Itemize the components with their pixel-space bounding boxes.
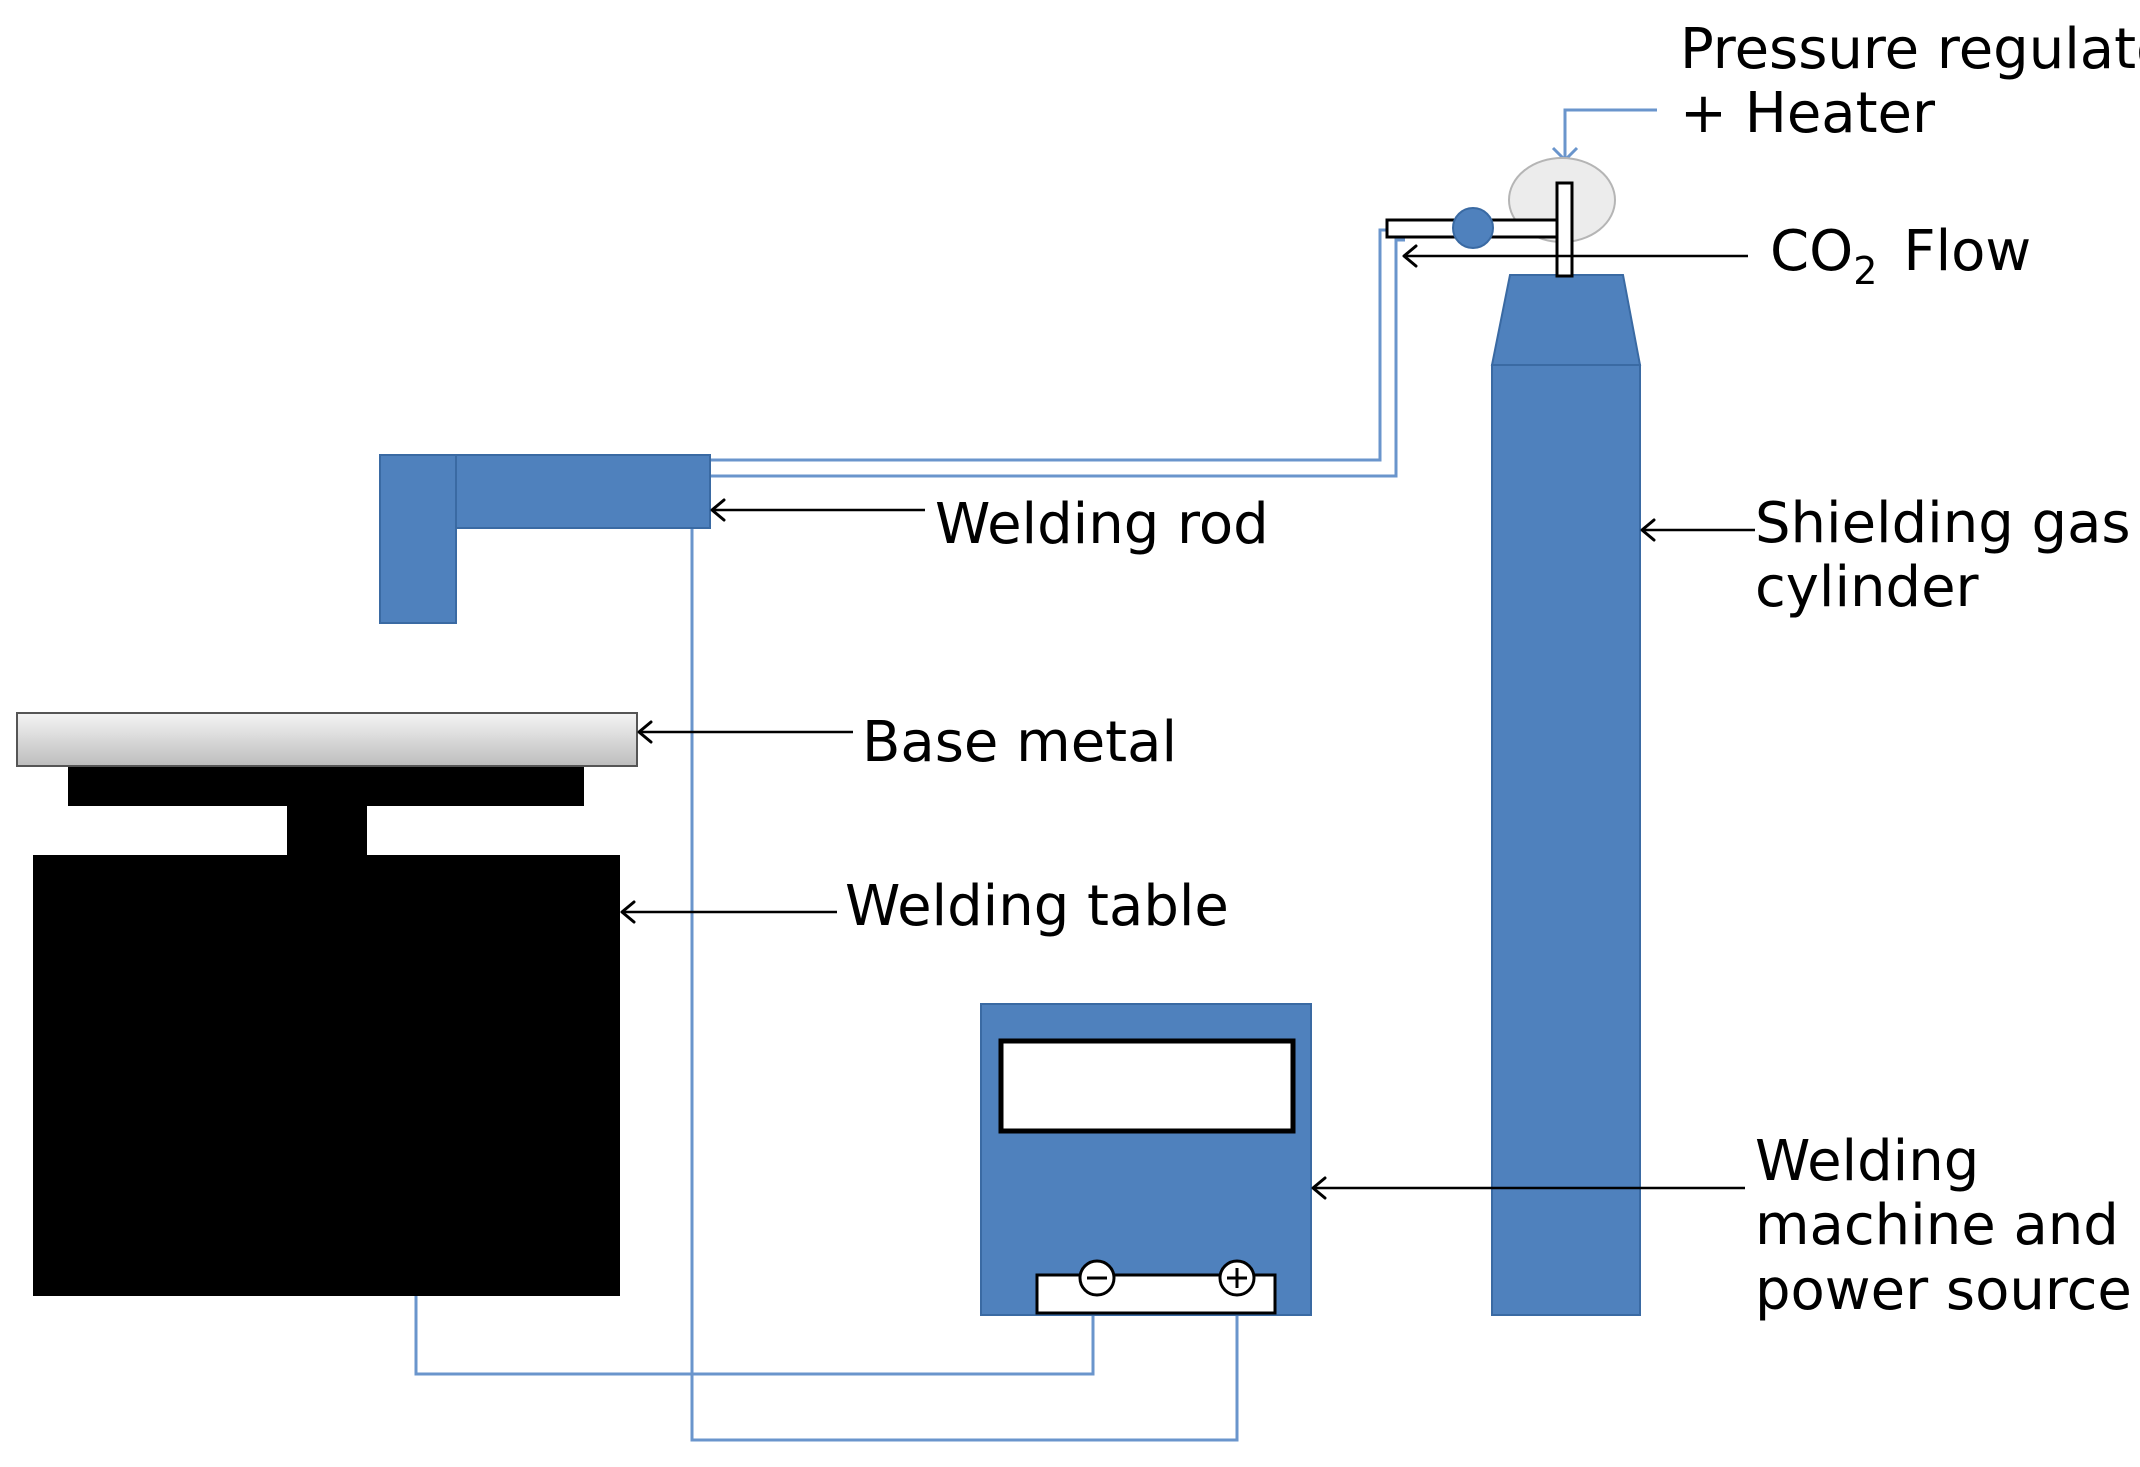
welding-table-top — [68, 766, 584, 806]
welding-table-label: Welding table — [845, 874, 1229, 939]
co2-flow-arrowhead — [1402, 244, 1418, 268]
co2-flow-label-suffix: Flow — [1903, 219, 2031, 284]
regulator-valve-stem — [1555, 181, 1574, 278]
welding-torch-handle — [455, 454, 711, 529]
shielding-gas-label-line2: cylinder — [1755, 555, 1980, 620]
base-metal-arrowhead — [637, 720, 653, 744]
welding-torch-nozzle — [379, 454, 457, 624]
pressure-regulator-label-line2: + Heater — [1680, 81, 1936, 146]
welding-machine — [980, 1003, 1312, 1316]
ground-cable — [414, 1280, 1095, 1376]
welding-table — [33, 766, 620, 1296]
shielding-gas-cylinder — [1490, 274, 1642, 1316]
welding-rod-label: Welding rod — [935, 492, 1269, 557]
welding-table-stem — [287, 800, 367, 860]
negative-terminal-icon — [1078, 1259, 1116, 1297]
welding-table-body — [33, 855, 620, 1296]
regulator-pointer-line — [1563, 108, 1657, 160]
gas-hose — [710, 228, 1405, 478]
cylinder-neck — [1490, 274, 1642, 366]
cylinder-body — [1491, 364, 1641, 1316]
flow-gauge-knob — [1452, 207, 1494, 249]
welding-machine-arrowhead — [1311, 1176, 1327, 1200]
welding-rod-arrowhead — [710, 498, 726, 522]
welding-machine-label-line3: power source — [1755, 1258, 2132, 1323]
base-metal-label: Base metal — [862, 710, 1177, 775]
welding-machine-label-line2: machine and — [1755, 1193, 2119, 1258]
welding-machine-display — [998, 1038, 1296, 1134]
welding-torch — [379, 454, 711, 624]
positive-terminal-icon — [1218, 1259, 1256, 1297]
welding-machine-label: Welding — [1755, 1129, 1979, 1194]
co2-flow-label-prefix: CO — [1770, 219, 1853, 284]
shielding-gas-label: Shielding gas — [1755, 491, 2131, 556]
shielding-gas-arrowhead — [1640, 518, 1656, 542]
co2-flow-label: CO2 Flow — [1770, 219, 2031, 293]
pressure-regulator-label: Pressure regulator — [1680, 17, 2140, 82]
pressure-regulator — [1385, 157, 1616, 278]
base-metal-plate — [16, 712, 638, 767]
co2-flow-label-subscript: 2 — [1853, 249, 1877, 293]
welding-rod-cable — [690, 528, 1239, 1442]
welding-table-arrowhead — [620, 900, 636, 924]
